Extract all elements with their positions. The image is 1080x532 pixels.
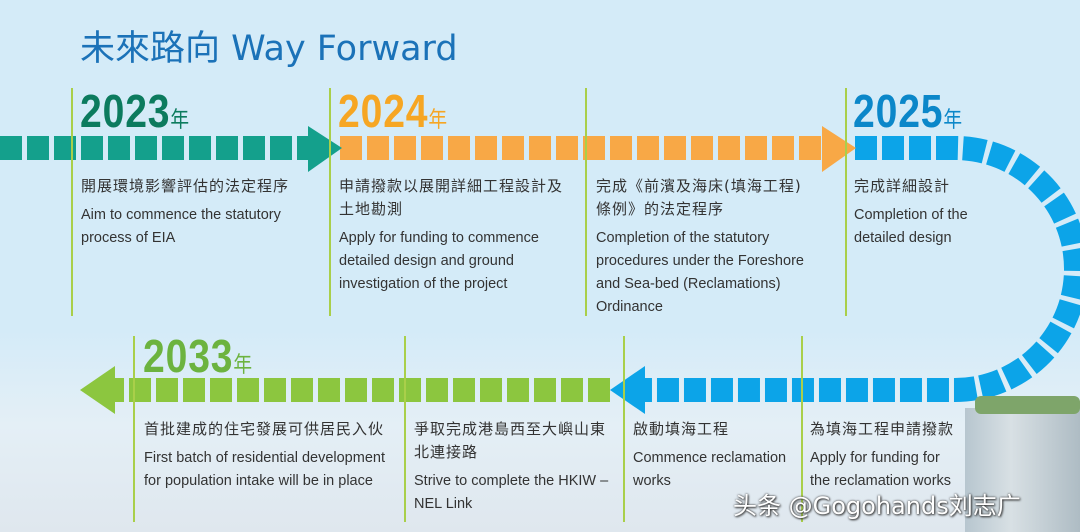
- milestone-item: 開展環境影響評估的法定程序 Aim to commence the statut…: [81, 177, 290, 246]
- divider: [585, 88, 587, 316]
- milestone-item: 啟動填海工程 Commence reclamation works: [633, 420, 787, 489]
- arrowhead-teal: [308, 126, 342, 172]
- milestone-item: 爭取完成港島西至大嶼山東北連接路 Strive to complete the …: [414, 420, 609, 512]
- milestone-item: 為填海工程申請撥款 Apply for funding for the recl…: [810, 420, 955, 489]
- arrow-2025-curve: [640, 136, 1080, 402]
- divider: [133, 336, 135, 522]
- divider: [71, 88, 73, 316]
- year-2024: 2024年: [338, 85, 448, 137]
- year-2033: 2033年: [143, 330, 253, 382]
- building-image: [965, 396, 1080, 532]
- page-title: 未來路向 Way Forward: [80, 29, 458, 69]
- divider: [329, 88, 331, 316]
- arrowhead-orange: [822, 126, 856, 172]
- arrowhead-green: [80, 366, 115, 414]
- milestone-item: 完成《前濱及海床(填海工程)條例》的法定程序 Completion of the…: [596, 177, 804, 315]
- watermark: 头条 @Gogohands刘志广: [733, 492, 1021, 520]
- divider: [623, 336, 625, 522]
- divider: [845, 88, 847, 316]
- arrowhead-blue: [610, 366, 645, 414]
- milestone-item: 首批建成的住宅發展可供居民入伙 First batch of residenti…: [144, 420, 385, 489]
- milestone-item: 完成詳細設計 Completion of the detailed design: [854, 177, 968, 246]
- year-2025: 2025年: [853, 85, 963, 137]
- year-2023: 2023年: [80, 85, 190, 137]
- divider: [404, 336, 406, 522]
- divider: [801, 336, 803, 522]
- milestone-item: 申請撥款以展開詳細工程設計及土地勘測 Apply for funding to …: [339, 177, 564, 292]
